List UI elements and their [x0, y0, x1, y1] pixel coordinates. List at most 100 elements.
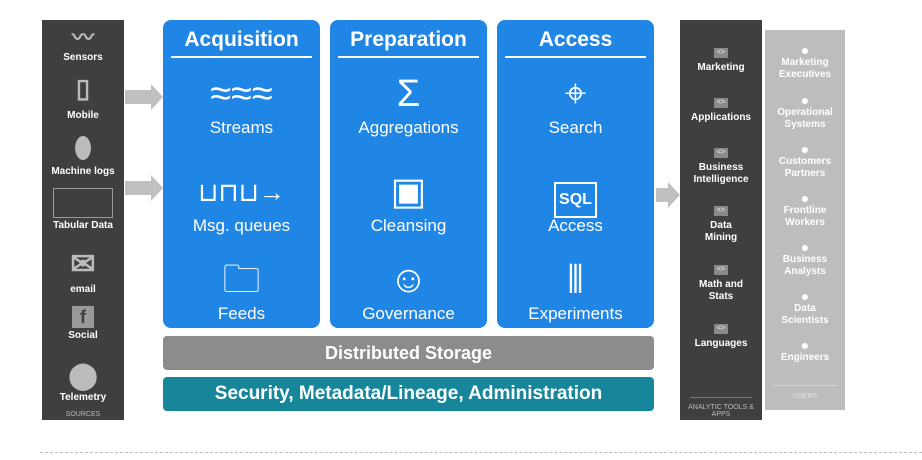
label: Languages	[694, 338, 748, 349]
label: Data Scientists	[781, 303, 829, 326]
user-item: ●Frontline Workers	[765, 191, 845, 229]
table-icon	[53, 188, 113, 218]
source-machine-logs: ⬮ Machine logs	[42, 132, 124, 177]
label: Data Mining	[704, 220, 738, 243]
item-streams: ≈≈≈ Streams	[163, 72, 320, 138]
label: Engineers	[780, 352, 830, 363]
source-telemetry: ⬤Telemetry	[42, 360, 124, 403]
distributed-storage-bar: Distributed Storage	[163, 336, 654, 370]
label: Streams	[209, 118, 274, 137]
person-icon: ●	[800, 337, 810, 353]
source-email: ✉ email	[42, 248, 124, 295]
divider	[773, 385, 837, 386]
source-sensors: 〰 Sensors	[42, 25, 124, 64]
person-icon: ●	[800, 42, 810, 58]
label: Marketing	[697, 62, 745, 73]
telescope-icon: ⌖	[564, 73, 587, 115]
tool-item: <> Applications	[680, 98, 762, 124]
label: Access	[548, 216, 603, 235]
label: Sensors	[63, 52, 103, 63]
analytic-tools-panel: <> Marketing <> Applications <> Business In…	[680, 20, 762, 420]
label: Frontline Workers	[783, 205, 827, 228]
arrow-right-icon	[656, 182, 680, 208]
mobile-phone-icon: ▯	[75, 73, 91, 103]
source-mobile: ▯ Mobile	[42, 68, 124, 121]
folder-icon: 🗀	[222, 259, 261, 301]
waves-icon: ≈≈≈	[210, 73, 273, 115]
label: Msg. queues	[192, 216, 291, 235]
user-item: ●Operational Systems	[765, 93, 845, 131]
tool-item: <> Business Intelligence	[680, 148, 762, 186]
dashed-divider	[40, 452, 922, 453]
police-icon: ☺	[389, 259, 428, 301]
label: Tabular Data	[53, 220, 113, 231]
label: Applications	[690, 112, 751, 123]
label: Cleansing	[370, 216, 447, 235]
item-cleansing: ▣ Cleansing	[330, 170, 487, 236]
item-experiments: ⫴ Experiments	[497, 258, 654, 324]
mouse-icon: ⬮	[74, 132, 92, 163]
user-item: ●Data Scientists	[765, 289, 845, 327]
users-panel: ●Marketing Executives ●Operational Syste…	[765, 30, 845, 410]
code-icon: <>	[714, 148, 728, 158]
label: email	[70, 284, 96, 295]
label: Business Analysts	[782, 254, 828, 277]
person-icon: ●	[800, 141, 810, 157]
label: Machine logs	[51, 166, 115, 177]
label: Math and Stats	[699, 279, 743, 302]
user-item: ●Marketing Executives	[765, 43, 845, 81]
label: Search	[548, 118, 603, 137]
envelope-icon: ✉	[70, 248, 96, 281]
arrow-right-icon	[125, 175, 163, 201]
code-icon: <>	[714, 324, 728, 334]
source-tabular-data: Tabular Data	[42, 188, 124, 231]
arrow-right-icon	[125, 84, 163, 110]
person-icon: ●	[800, 288, 810, 304]
test-tubes-icon: ⫴	[567, 259, 584, 301]
tool-item: <> Math and Stats	[680, 265, 762, 303]
person-icon: ●	[800, 239, 810, 255]
acquisition-panel: Acquisition ≈≈≈ Streams ⊔⊓⊔→ Msg. queues 🗀…	[163, 20, 320, 328]
code-icon: <>	[714, 98, 728, 108]
sources-panel: 〰 Sensors ▯ Mobile ⬮ Machine logs Tabular D…	[42, 20, 124, 420]
washing-machine-icon: ▣	[390, 171, 427, 213]
label: Business Intelligence	[693, 162, 749, 185]
sources-footer: SOURCES	[65, 411, 101, 418]
person-icon: ●	[800, 190, 810, 206]
user-item: ●Engineers	[765, 338, 845, 364]
users-footer: USERS	[792, 393, 818, 400]
code-icon: <>	[714, 265, 728, 275]
panel-title: Preparation	[338, 28, 479, 58]
user-item: ●Customers Partners	[765, 142, 845, 180]
sql-label: SQL	[554, 182, 597, 218]
item-msg-queues: ⊔⊓⊔→ Msg. queues	[163, 170, 320, 236]
location-pin-icon: ⬤	[68, 360, 98, 390]
divider	[690, 397, 752, 398]
label: Experiments	[528, 304, 623, 323]
tool-item: <> Languages	[680, 324, 762, 350]
queue-icon: ⊔⊓⊔→	[198, 177, 285, 207]
user-item: ●Business Analysts	[765, 240, 845, 278]
tools-footer: ANALYTIC TOOLS & APPS	[688, 404, 754, 418]
code-icon: <>	[714, 48, 728, 58]
label: Social	[68, 330, 98, 341]
label: Aggregations	[358, 118, 459, 137]
tool-item: <>Data Mining	[680, 206, 762, 244]
sql-file-icon: SQL	[497, 170, 654, 218]
label: Operational Systems	[777, 107, 833, 130]
sensor-wave-icon: 〰	[71, 25, 94, 50]
panel-title: Acquisition	[171, 28, 312, 58]
panel-title: Access	[505, 28, 646, 58]
tool-item: <> Marketing	[680, 48, 762, 74]
item-feeds: 🗀 Feeds	[163, 258, 320, 324]
facebook-icon: f	[72, 306, 94, 328]
label: Mobile	[67, 110, 99, 121]
label: Marketing Executives	[778, 57, 832, 80]
person-icon: ●	[800, 92, 810, 108]
label: Feeds	[217, 304, 266, 323]
